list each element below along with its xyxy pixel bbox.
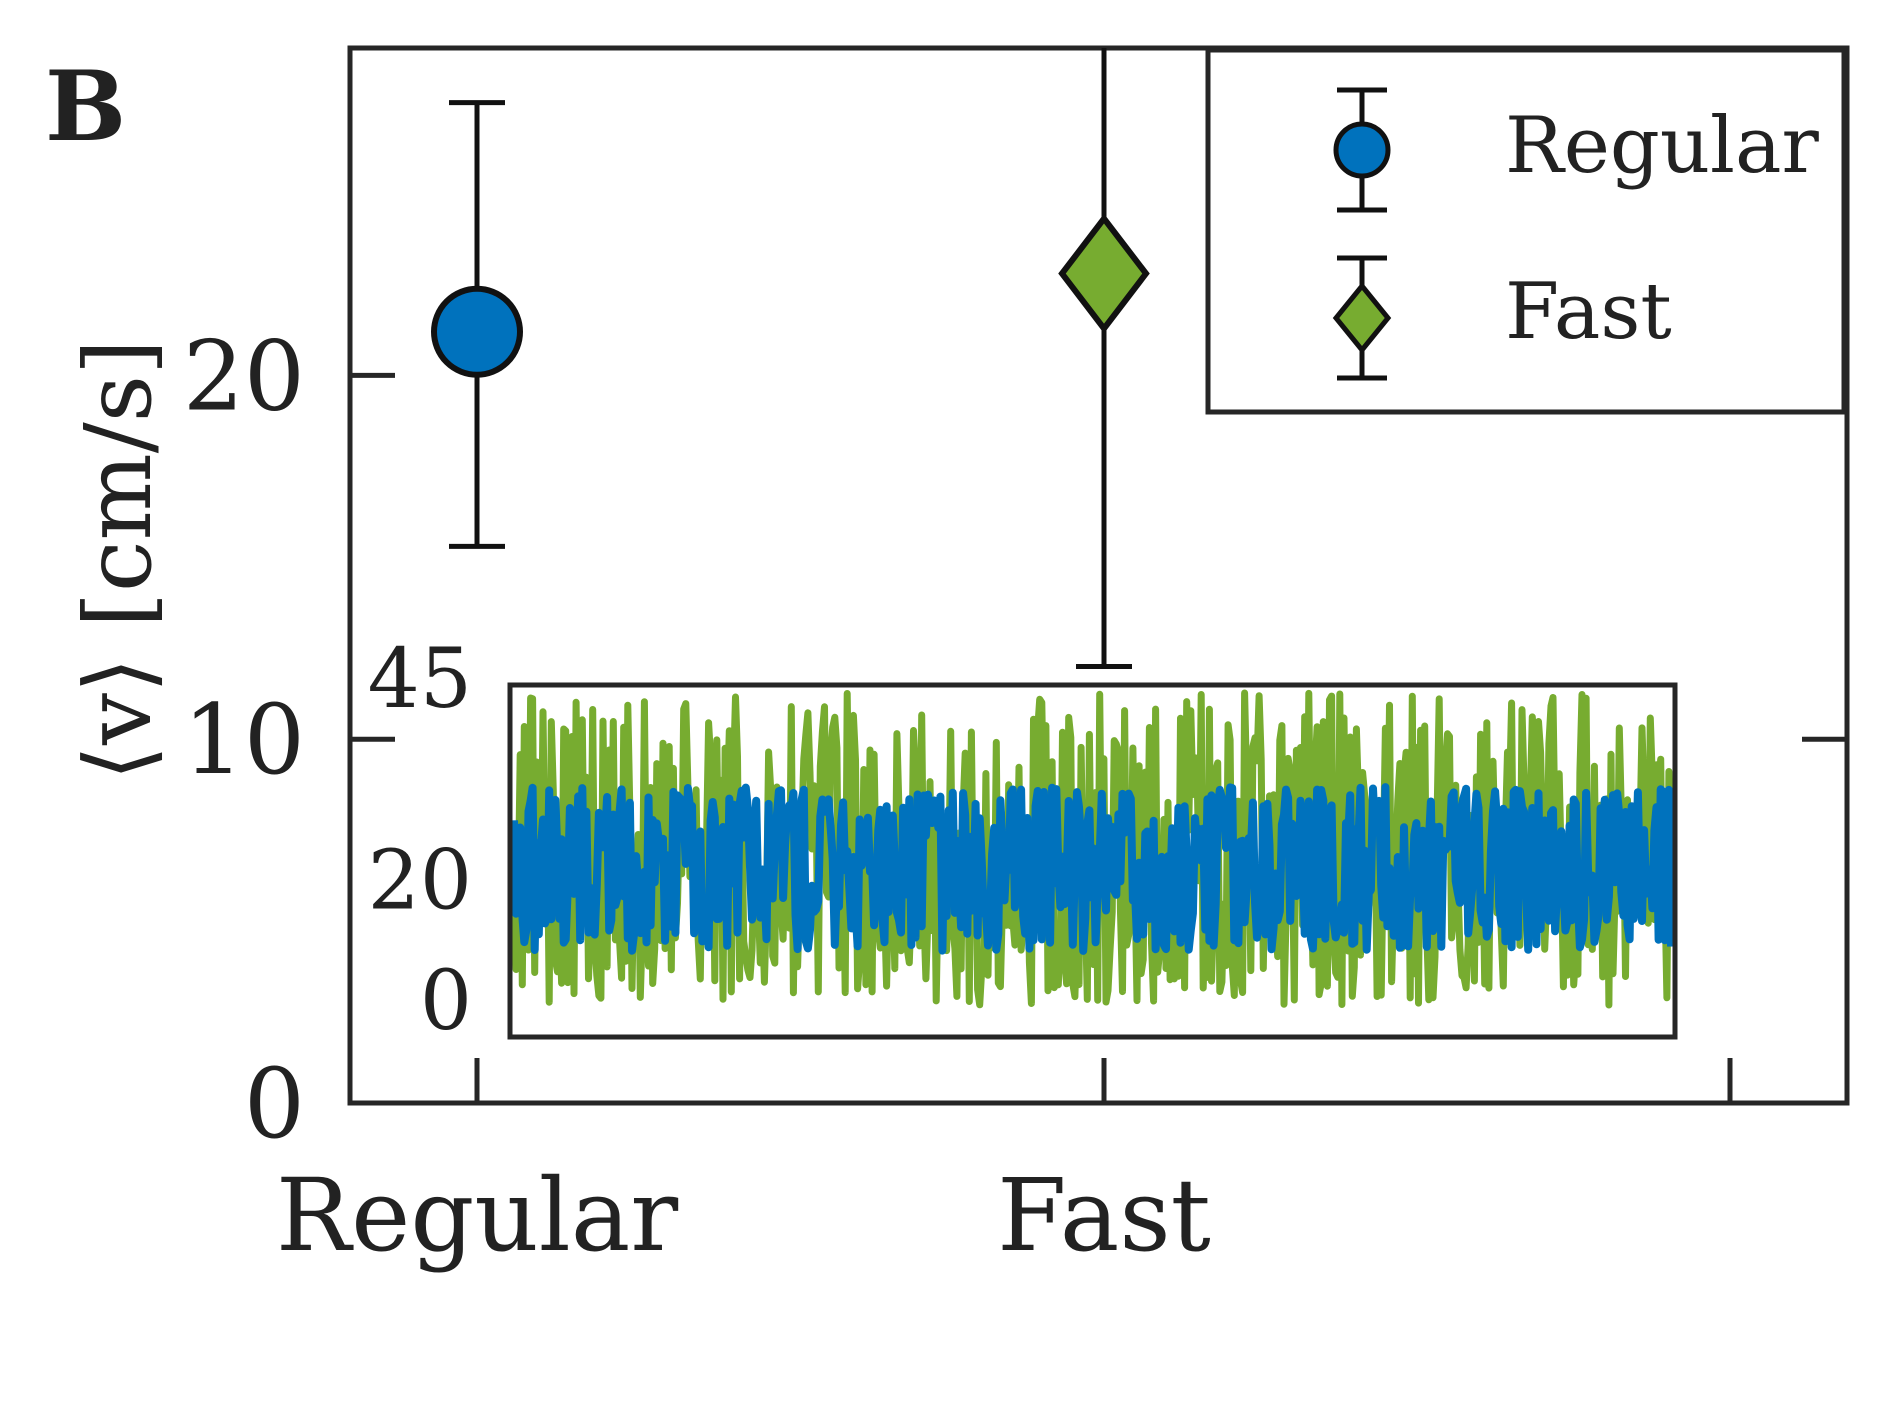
legend-fast-diamond-marker — [1332, 282, 1392, 354]
legend-regular-label: Regular — [1505, 101, 1820, 191]
inset-y-tick-label: 45 — [368, 632, 472, 727]
markers — [431, 213, 1150, 378]
legend: Regular Fast — [1205, 47, 1847, 415]
legend-box — [1205, 47, 1847, 415]
inset-lines — [510, 689, 1675, 1009]
main-plot-frame — [347, 45, 1850, 1106]
y-tick-label: 10 — [183, 684, 305, 796]
y-axis-label: ⟨v⟩ [cm/s] — [65, 339, 172, 781]
x-tick-label: Regular — [276, 1157, 678, 1274]
inset-frame — [507, 682, 1678, 1040]
inset-y-tick-label: 0 — [420, 954, 472, 1049]
regular-inset-trace — [510, 783, 1675, 955]
panel-label: B — [45, 50, 126, 163]
inset-tick-labels: 0 20 45 — [368, 632, 472, 1049]
fast-diamond-marker — [1058, 213, 1150, 334]
x-tick-label: Fast — [997, 1157, 1211, 1274]
legend-fast-label: Fast — [1505, 267, 1672, 357]
x-ticks: Regular Fast — [276, 1058, 1733, 1274]
regular-circle-marker — [431, 285, 523, 378]
y-tick-label: 0 — [244, 1048, 305, 1160]
error-bars — [449, 48, 1132, 669]
inset-y-tick-label: 20 — [368, 834, 472, 929]
y-tick-label: 20 — [183, 320, 305, 432]
legend-regular-circle-marker — [1333, 121, 1391, 179]
